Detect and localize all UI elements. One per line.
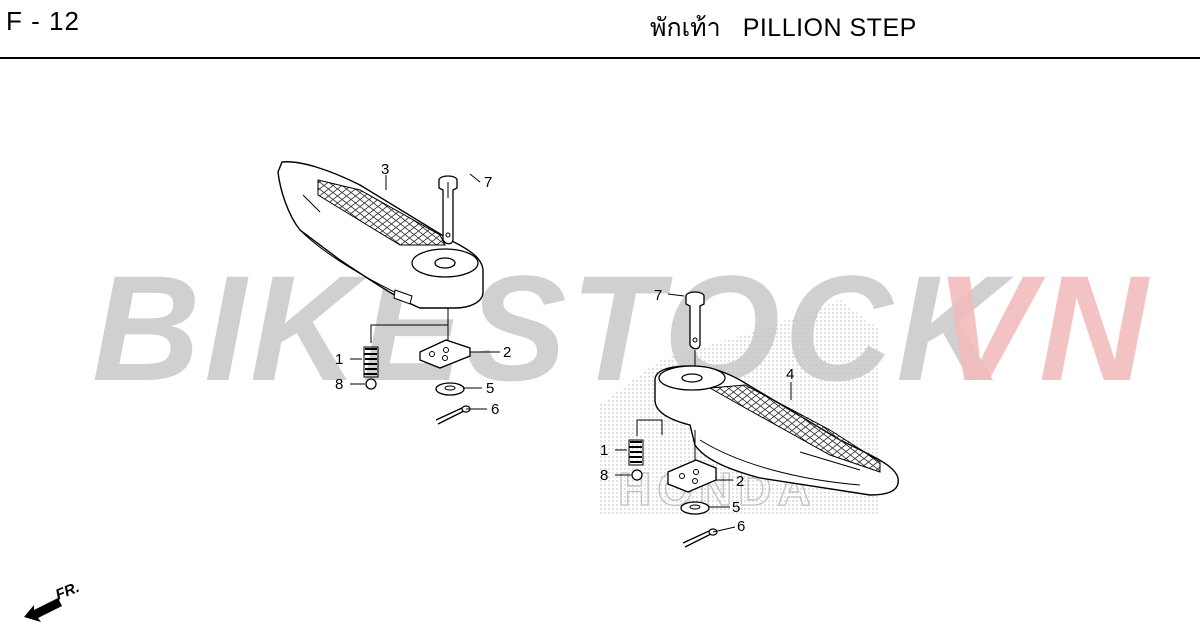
- watermark-primary: BIKESTOCK: [92, 244, 1014, 412]
- right-step-assembly: 7 4 1 8 2 5 6: [600, 287, 899, 548]
- right-pillion-step: [654, 365, 899, 496]
- title-english: PILLION STEP: [742, 14, 917, 42]
- right-callout-7: 7: [654, 287, 662, 304]
- left-callout-2: 2: [503, 344, 511, 361]
- left-washer: [435, 382, 465, 396]
- left-callout-3: 3: [381, 161, 389, 178]
- front-direction-label: FR.: [53, 579, 82, 604]
- right-washer: [680, 501, 710, 515]
- page-code: F - 12: [6, 6, 80, 36]
- front-direction-marker: FR.: [24, 579, 82, 622]
- right-callout-4: 4: [786, 366, 794, 383]
- header-rule: [0, 57, 1200, 59]
- left-step-assembly: 3 7 1 8 2 5 6: [277, 161, 511, 425]
- right-cotter-pin: [682, 528, 718, 548]
- right-callout-2: 2: [736, 473, 744, 490]
- left-callout-6: 6: [491, 401, 499, 418]
- left-spring: [363, 346, 379, 378]
- right-pivot-pin: [685, 291, 705, 350]
- page-title: พักเท้า PILLION STEP: [650, 8, 917, 48]
- right-callout-6: 6: [737, 518, 745, 535]
- title-thai: พักเท้า: [650, 14, 721, 42]
- left-cotter-pin: [435, 405, 471, 425]
- watermark: BIKESTOCK VN: [92, 244, 1151, 412]
- right-callout-5: 5: [732, 499, 740, 516]
- right-leader-lines: [615, 293, 792, 533]
- left-callout-5: 5: [486, 380, 494, 397]
- watermark-accent: VN: [935, 244, 1151, 412]
- left-pillion-step: [277, 161, 484, 309]
- left-leader-lines: [350, 173, 500, 410]
- left-callout-7: 7: [484, 174, 492, 191]
- right-spring: [628, 439, 644, 466]
- front-arrow-icon: [24, 598, 62, 622]
- left-detent-ball: [365, 378, 377, 390]
- right-callout-1: 1: [600, 442, 608, 459]
- right-detent-ball: [631, 469, 643, 481]
- left-plate: [419, 339, 471, 369]
- left-callout-1: 1: [335, 351, 343, 368]
- page-header: F - 12 พักเท้า PILLION STEP: [0, 0, 1200, 60]
- left-callout-8: 8: [335, 376, 343, 393]
- right-callout-8: 8: [600, 467, 608, 484]
